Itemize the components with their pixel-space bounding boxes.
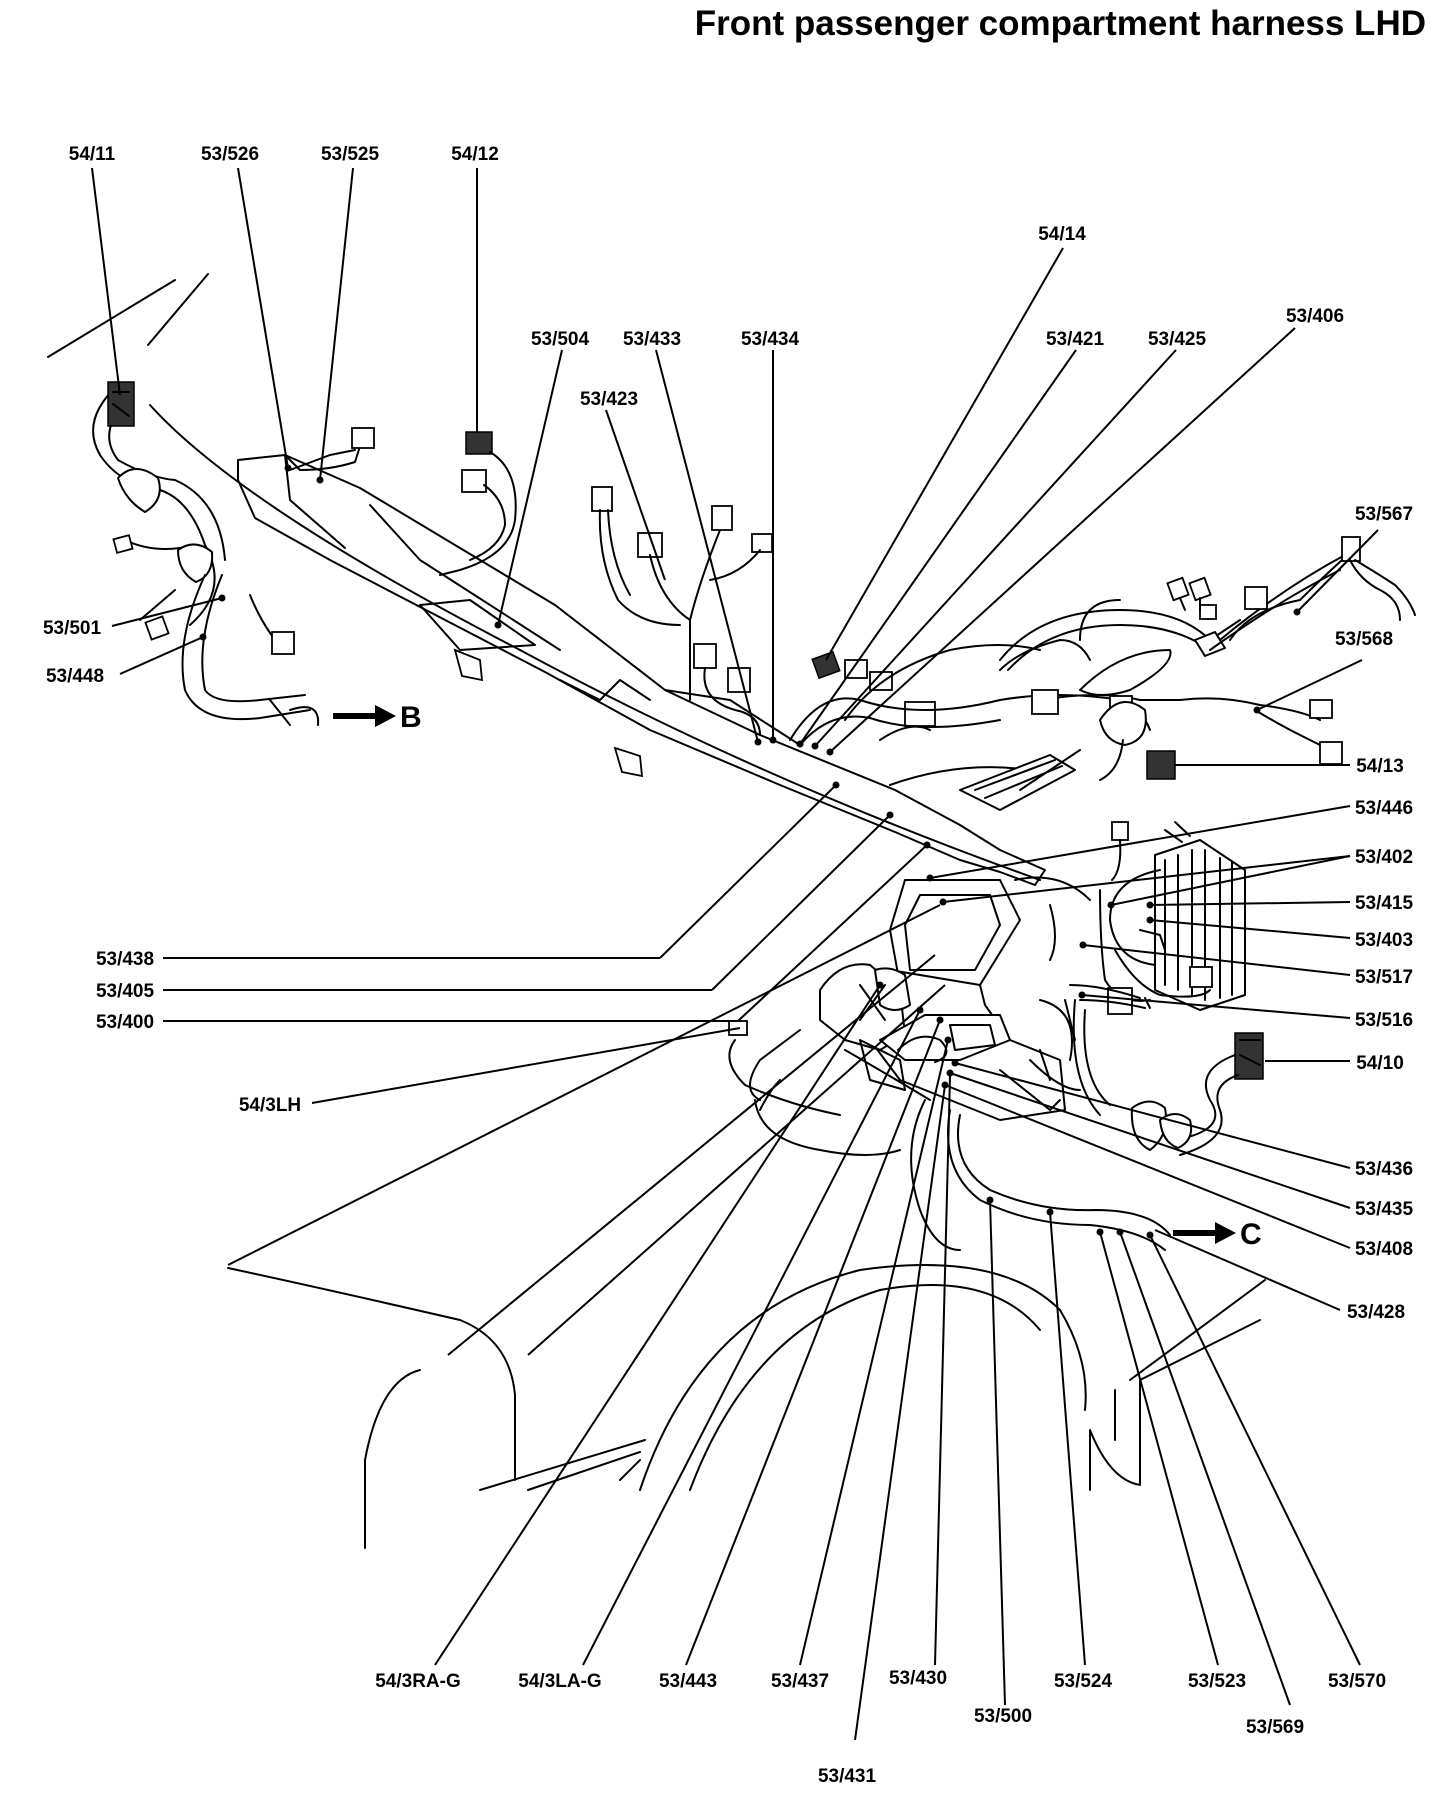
label-53-568: 53/568 — [1335, 629, 1393, 650]
label-53-438: 53/438 — [96, 949, 154, 970]
label-53-443: 53/443 — [659, 1671, 717, 1692]
label-53-526: 53/526 — [201, 144, 259, 165]
label-53-569: 53/569 — [1246, 1717, 1304, 1738]
label-53-400: 53/400 — [96, 1012, 154, 1033]
label-53-446: 53/446 — [1355, 798, 1413, 819]
label-53-523: 53/523 — [1188, 1671, 1246, 1692]
left-harness — [92, 381, 375, 726]
label-53-405: 53/405 — [96, 981, 155, 1002]
label-53-423: 53/423 — [580, 389, 638, 410]
label-53-436: 53/436 — [1355, 1159, 1413, 1180]
label-54-10: 54/10 — [1356, 1053, 1404, 1074]
arrow-c-label: C — [1240, 1218, 1262, 1251]
label-53-430: 53/430 — [889, 1668, 947, 1689]
label-53-570: 53/570 — [1328, 1671, 1386, 1692]
label-53-448: 53/448 — [46, 666, 104, 687]
vehicle-outline — [47, 273, 1266, 1549]
label-53-421: 53/421 — [1046, 329, 1105, 350]
branch-54-10 — [1029, 984, 1264, 1156]
arrow-c: C — [1173, 1218, 1262, 1251]
dashboard-trunk — [149, 404, 1046, 886]
label-53-500: 53/500 — [974, 1706, 1032, 1727]
arrow-b: B — [333, 701, 422, 734]
label-53-517: 53/517 — [1355, 967, 1413, 988]
branch-right-center — [789, 554, 1346, 811]
label-53-403: 53/403 — [1355, 930, 1413, 951]
label-54-14: 54/14 — [1038, 224, 1086, 245]
label-53-428: 53/428 — [1347, 1302, 1405, 1323]
label-53-433: 53/433 — [623, 329, 681, 350]
label-53-525: 53/525 — [321, 144, 380, 165]
label-53-437: 53/437 — [771, 1671, 829, 1692]
label-53-431: 53/431 — [818, 1766, 877, 1787]
label-53-567: 53/567 — [1355, 504, 1413, 525]
label-53-434: 53/434 — [741, 329, 800, 350]
branch-right-top — [1179, 536, 1416, 765]
branch-middle — [591, 486, 773, 736]
leader-lines — [91, 167, 1379, 1741]
label-53-408: 53/408 — [1355, 1239, 1413, 1260]
label-53-516: 53/516 — [1355, 1010, 1413, 1031]
branch-54-12 — [439, 431, 517, 576]
label-53-425: 53/425 — [1148, 329, 1207, 350]
label-53-406: 53/406 — [1286, 306, 1344, 327]
module-right — [1099, 821, 1246, 1011]
label-53-524: 53/524 — [1054, 1671, 1113, 1692]
label-54-13: 54/13 — [1356, 756, 1404, 777]
label-53-504: 53/504 — [531, 329, 590, 350]
label-53-501: 53/501 — [43, 618, 102, 639]
label-54-3la-g: 54/3LA-G — [518, 1671, 601, 1692]
label-54-12: 54/12 — [451, 144, 499, 165]
label-54-11: 54/11 — [69, 144, 116, 165]
label-54-3ra-g: 54/3RA-G — [375, 1671, 461, 1692]
arrow-b-label: B — [400, 701, 422, 734]
page-title: Front passenger compartment harness LHD — [694, 4, 1426, 43]
label-53-415: 53/415 — [1355, 893, 1414, 914]
label-53-435: 53/435 — [1355, 1199, 1414, 1220]
label-54-3lh: 54/3LH — [239, 1095, 301, 1116]
label-53-402: 53/402 — [1355, 847, 1413, 868]
fuse-box-console — [819, 876, 1091, 1121]
callout-labels: 54/11 53/526 53/525 54/12 54/14 53/406 5… — [43, 144, 1414, 1787]
